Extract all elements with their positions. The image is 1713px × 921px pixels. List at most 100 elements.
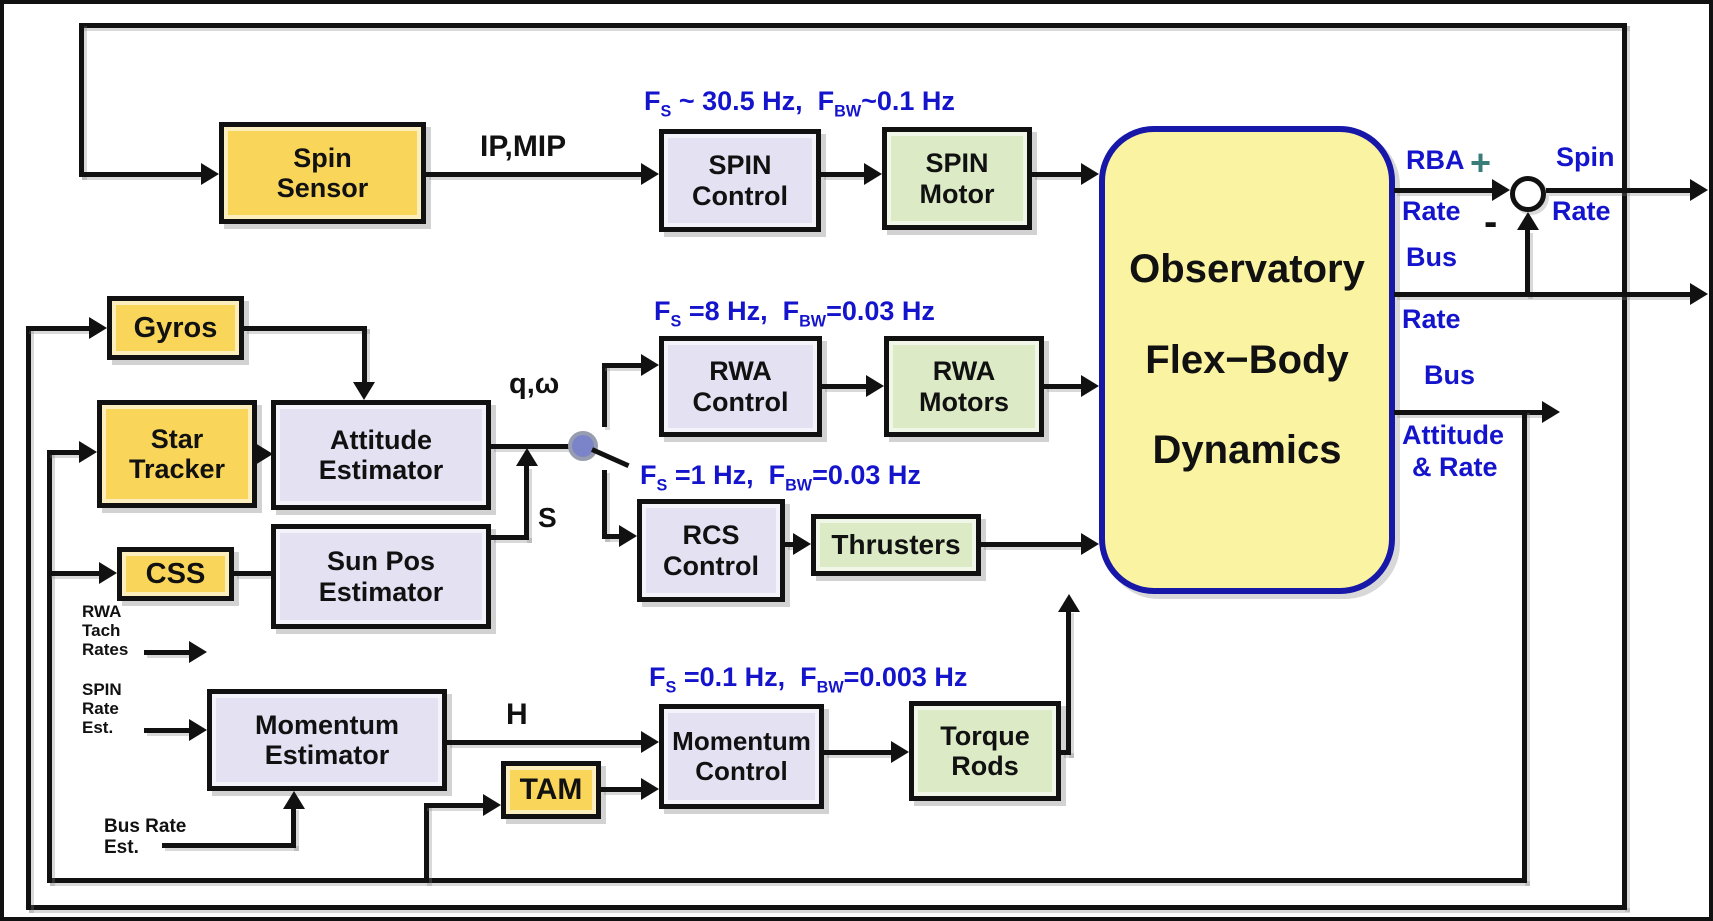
arrowhead-into-spin-sensor [201,163,219,185]
arrowhead-h-into-mc [641,731,659,753]
rwa-motors-label: RWA [932,356,996,387]
spin-motor-label: Motor [919,178,995,209]
connector-spin-feedback-vert [79,23,84,177]
torque-rods-label: Torque [940,720,1030,751]
spin-sensor-box: Spin Sensor [219,122,426,224]
rwa-control-label: Control [692,386,789,417]
momentum-control-box: Momentum Control [659,704,824,809]
rcs-control-label: Control [663,550,759,581]
connector-h-line [447,740,643,745]
connector-into-startracker [47,450,81,455]
gyros-label: Gyros [133,311,218,344]
star-tracker-label: Star [150,423,204,454]
arrowhead-into-plant-spin [1081,163,1099,185]
arrowhead-into-tam [483,794,501,816]
rwa-motors-label: Motors [919,386,1009,417]
signal-spin-rate: Spin [1556,142,1615,172]
rcs-control-label: RCS [682,520,740,551]
connector-switch-to-rwa-vert [602,363,607,427]
spin-control-box: SPIN Control [659,129,821,232]
spin-sensor-label: Sensor [276,173,369,203]
signal-rwa-tach-rates: RWA Tach Rates [82,602,129,660]
thrusters-box: Thrusters [811,514,981,576]
connector-sunpos-out [491,535,529,540]
signal-bus-rate: Rate [1402,304,1461,334]
connector-spinmotor-to-plant [1032,172,1084,177]
signal-bus-attitude-rate: & Rate [1412,452,1498,482]
mode-switch-dot [568,431,598,461]
tam-label: TAM [519,773,583,807]
connector-rwamotors-to-plant [1044,384,1084,389]
connector-bottom-feedback [26,905,1627,910]
signal-bus-attitude-rate: Attitude [1402,420,1504,450]
arrowhead-tam-into-mc [641,778,659,800]
connector-switch-to-rcs-vert [602,470,607,539]
tam-box: TAM [501,761,601,819]
star-tracker-box: Star Tracker [97,400,257,508]
torque-rods-box: Torque Rods [909,701,1061,801]
arrowhead-s-into-line [516,448,538,466]
connector-gyros-down [362,326,367,384]
rwa-motors-box: RWA Motors [884,336,1044,437]
arrowhead-rwatach-into-me [189,641,207,663]
arrowhead-into-plant-bottom [1058,594,1080,612]
arrowhead-into-spin-control [641,163,659,185]
sun-pos-estimator-label: Estimator [318,576,444,607]
arrowhead-into-attitude-estimator-left [255,443,273,465]
observatory-label: Flex−Body [1145,337,1349,382]
arrowhead-into-rwa-motors [866,375,884,397]
signal-bus-rate: Bus [1406,242,1458,272]
connector-bus-att-rate-feedback-vert [1522,410,1527,883]
rwa-frequency-label: FS =8 Hz, FBW=0.03 Hz [654,296,935,331]
arrowhead-busrateest-into-me [283,791,305,809]
connector-sensor-to-spincontrol [426,172,643,177]
rcs-control-box: RCS Control [637,499,785,602]
connector-switch-to-rwa-horiz [602,363,646,368]
connector-spincontrol-to-spinmotor [821,172,866,177]
connector-into-gyros [26,326,91,331]
connector-s-vert [524,466,529,540]
connector-torquerods-up [1066,610,1071,755]
arrowhead-into-plant-rwa [1081,375,1099,397]
arrowhead-into-star-tracker [79,441,97,463]
connector-thrusters-to-plant [981,542,1081,547]
signal-ip-mip: IP,MIP [480,130,567,163]
summing-minus-sign: - [1484,200,1498,244]
connector-rba-rate [1394,188,1494,193]
torque-rods-label: Rods [951,751,1019,781]
connector-attitude-out [491,444,571,449]
spin-sensor-label: Spin [293,142,352,173]
connector-switch-to-rcs-horiz [602,534,622,539]
momentum-control-label: Momentum [672,726,811,757]
connector-css-to-sunpos [234,571,271,576]
arrowhead-bus-rate-output [1690,283,1708,305]
connector-spin-feedback-horiz [79,172,203,177]
connector-top-feedback [79,23,1627,28]
arrowhead-spinrateest-into-me [189,719,207,741]
connector-spin-rate-out [1546,188,1694,193]
connector-bus-rate-out [1394,292,1694,297]
observatory-label: Dynamics [1152,428,1342,473]
arrowhead-into-plant-rcs [1081,533,1099,555]
spin-motor-label: SPIN [925,148,989,179]
connector-gyros-out [244,326,367,331]
signal-momentum-h: H [506,698,528,731]
arrowhead-into-css [99,562,117,584]
momentum-control-label: Control [695,755,788,786]
arrowhead-minus-input [1517,212,1539,230]
arrowhead-bus-att-rate-output [1542,401,1560,423]
spin-motor-box: SPIN Motor [882,127,1032,230]
connector-busrateest-vert [291,807,296,848]
summing-junction [1510,176,1546,212]
spin-control-label: SPIN [708,150,772,181]
rwa-control-box: RWA Control [659,336,822,437]
signal-bus-attitude-rate: Bus [1424,360,1476,390]
spin-control-label: Control [692,180,788,211]
arrowhead-into-rcs-control [619,525,637,547]
attitude-estimator-label: Estimator [318,455,444,485]
summing-plus-sign: + [1470,142,1492,183]
momentum-estimator-label: Momentum [255,709,399,740]
thrusters-label: Thrusters [831,529,961,561]
sun-pos-estimator-label: Sun Pos [326,546,435,577]
